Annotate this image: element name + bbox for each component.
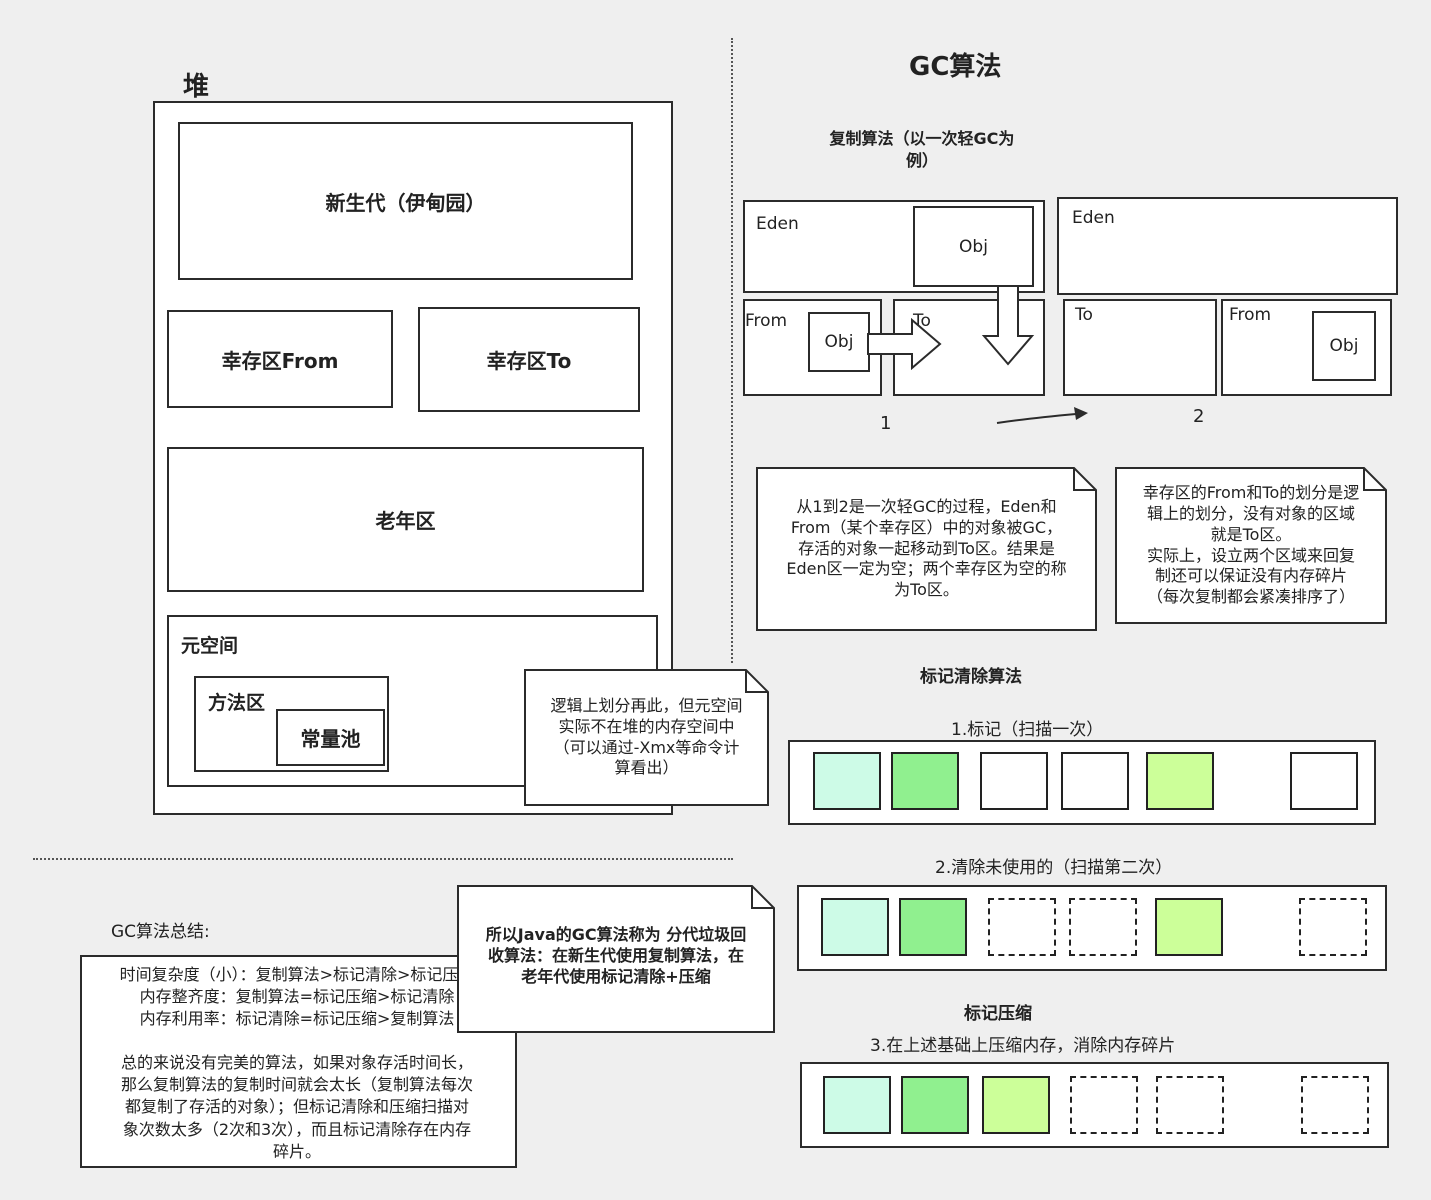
survivor-from-label: 幸存区From (221, 348, 339, 373)
constant-pool: 常量池 (276, 709, 385, 766)
copy-algorithm-title: 复制算法（以一次轻GC为 例） (829, 129, 1015, 170)
stage2-from-label: From (1229, 305, 1272, 325)
stage2-number: 2 (1193, 406, 1205, 427)
survivor-from: 幸存区From (167, 310, 393, 408)
note-shape (524, 669, 769, 806)
memory-block-white (980, 752, 1048, 810)
copy-note-left: 从1到2是一次轻GC的过程，Eden和 From（某个幸存区）中的对象被GC， … (756, 467, 1097, 631)
transition-arrow (996, 407, 1088, 424)
conclusion-note-text: 所以Java的GC算法称为 分代垃圾回 收算法：在新生代使用复制算法，在 老年代… (485, 925, 747, 986)
memory-block-freed (1070, 1076, 1138, 1134)
horizontal-separator (33, 858, 733, 860)
memory-block-green (901, 1076, 969, 1134)
constant-pool-label: 常量池 (300, 727, 361, 751)
memory-block-light_mint (823, 1076, 891, 1134)
copy-note-right-text: 幸存区的From和To的划分是逻 辑上的划分，没有对象的区域 就是To区。 实际… (1142, 483, 1360, 607)
memory-block-white (1290, 752, 1358, 810)
metaspace-note: 逻辑上划分再此，但元空间 实际不在堆的内存空间中 （可以通过-Xmx等命令计 算… (524, 669, 769, 806)
memory-block-light_mint (813, 752, 881, 810)
survivor-to-label: 幸存区To (486, 349, 572, 373)
memory-block-light_mint (821, 898, 889, 956)
summary-box: 时间复杂度（小）：复制算法>标记清除>标记压缩 内存整齐度：复制算法=标记压缩>… (80, 955, 517, 1168)
step2-label: 2.清除未使用的（扫描第二次） (935, 858, 1173, 878)
note-shape (756, 467, 1097, 631)
memory-block-freed (1299, 898, 1367, 956)
stage1-eden-label: Eden (756, 214, 799, 234)
memory-block-freed (1069, 898, 1137, 956)
method-area-label: 方法区 (208, 692, 266, 714)
memory-block-freed (1156, 1076, 1224, 1134)
old-generation: 老年区 (167, 447, 644, 592)
conclusion-note: 所以Java的GC算法称为 分代垃圾回 收算法：在新生代使用复制算法，在 老年代… (457, 885, 775, 1033)
stage2-eden: Eden (1057, 197, 1398, 295)
young-generation: 新生代（伊甸园） (178, 122, 633, 280)
note-shape (457, 885, 775, 1033)
move-arrow-right (867, 318, 942, 370)
metaspace-label: 元空间 (181, 635, 239, 657)
stage1-from-label: From (745, 311, 788, 331)
memory-block-white (1061, 752, 1129, 810)
stage1-from-obj-label: Obj (824, 332, 854, 352)
mark-compact-title: 标记压缩 (964, 1004, 1032, 1024)
stage1-eden-obj: Obj (913, 206, 1034, 287)
heap-title: 堆 (183, 72, 210, 102)
memory-block-freed (988, 898, 1056, 956)
vertical-separator (731, 38, 733, 663)
stage2-eden-label: Eden (1072, 208, 1115, 228)
move-arrow-down (981, 285, 1035, 366)
stage2-from-obj: Obj (1312, 311, 1376, 381)
step3-label: 3.在上述基础上压缩内存，消除内存碎片 (870, 1036, 1176, 1056)
mark-sweep-title: 标记清除算法 (920, 667, 1022, 687)
stage2-to: To (1063, 299, 1217, 396)
stage2-from-obj-label: Obj (1329, 336, 1359, 356)
metaspace-note-text: 逻辑上划分再此，但元空间 实际不在堆的内存空间中 （可以通过-Xmx等命令计 算… (550, 695, 743, 778)
stage2-to-label: To (1075, 305, 1093, 325)
memory-block-lime (1155, 898, 1223, 956)
note-shape (1115, 467, 1387, 624)
summary-title: GC算法总结: (111, 922, 210, 942)
stage1-eden-obj-label: Obj (959, 236, 988, 257)
summary-text: 时间复杂度（小）：复制算法>标记清除>标记压缩 内存整齐度：复制算法=标记压缩>… (119, 965, 475, 1161)
survivor-to: 幸存区To (418, 307, 640, 412)
memory-block-lime (1146, 752, 1214, 810)
gc-title: GC算法 (909, 52, 1002, 82)
memory-block-green (899, 898, 967, 956)
copy-note-left-text: 从1到2是一次轻GC的过程，Eden和 From（某个幸存区）中的对象被GC， … (786, 497, 1067, 600)
stage1-from-obj: Obj (808, 312, 870, 372)
stage1-number: 1 (880, 413, 892, 434)
memory-block-freed (1301, 1076, 1369, 1134)
copy-note-right: 幸存区的From和To的划分是逻 辑上的划分，没有对象的区域 就是To区。 实际… (1115, 467, 1387, 624)
step1-label: 1.标记（扫描一次） (951, 720, 1104, 740)
memory-block-green (891, 752, 959, 810)
young-generation-label: 新生代（伊甸园） (325, 190, 486, 215)
old-generation-label: 老年区 (375, 509, 436, 533)
memory-block-lime (982, 1076, 1050, 1134)
